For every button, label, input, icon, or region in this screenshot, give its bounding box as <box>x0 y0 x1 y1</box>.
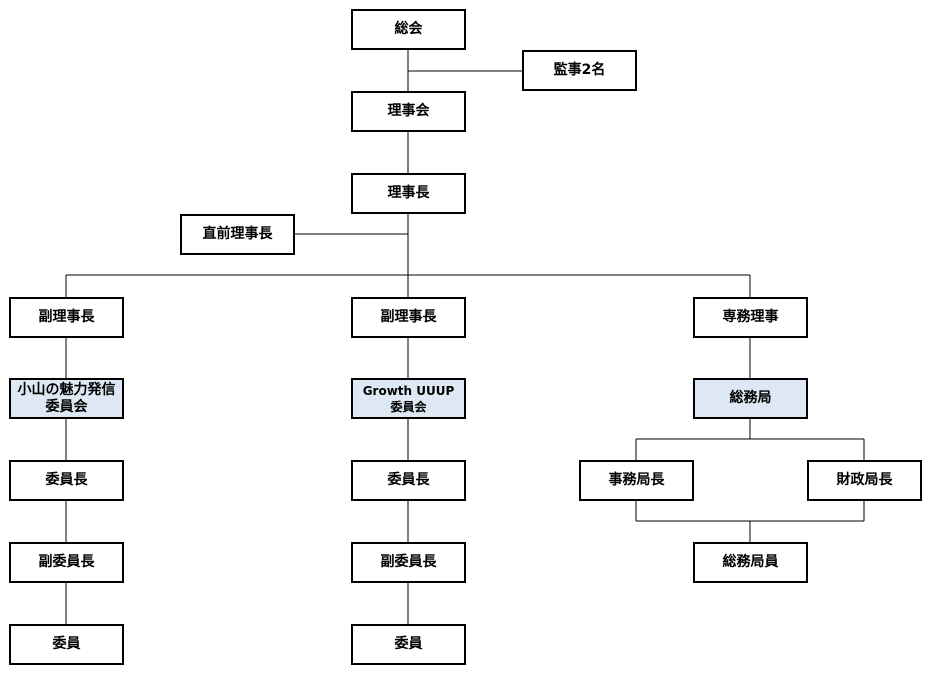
member-left-box: 委員 <box>9 624 124 665</box>
board-box: 理事会 <box>351 91 466 132</box>
member-center-box: 委員 <box>351 624 466 665</box>
committee-left-box: 小山の魅力発信 委員会 <box>9 378 124 419</box>
general-assembly-box: 総会 <box>351 9 466 50</box>
vice-committee-chair-center-box: 副委員長 <box>351 542 466 583</box>
secretariat-box: 総務局 <box>693 378 808 419</box>
executive-director-box: 専務理事 <box>693 297 808 338</box>
committee-chair-center-box: 委員長 <box>351 460 466 501</box>
former-chairman-box: 直前理事長 <box>180 214 295 255</box>
finance-head-box: 財政局長 <box>807 460 922 501</box>
vice-committee-chair-left-box: 副委員長 <box>9 542 124 583</box>
vice-chairman-left-box: 副理事長 <box>9 297 124 338</box>
committee-chair-left-box: 委員長 <box>9 460 124 501</box>
vice-chairman-center-box: 副理事長 <box>351 297 466 338</box>
chairman-box: 理事長 <box>351 173 466 214</box>
auditors-box: 監事2名 <box>522 50 637 91</box>
secretariat-head-box: 事務局長 <box>579 460 694 501</box>
secretariat-staff-box: 総務局員 <box>693 542 808 583</box>
committee-center-box: Growth UUUP 委員会 <box>351 378 466 419</box>
